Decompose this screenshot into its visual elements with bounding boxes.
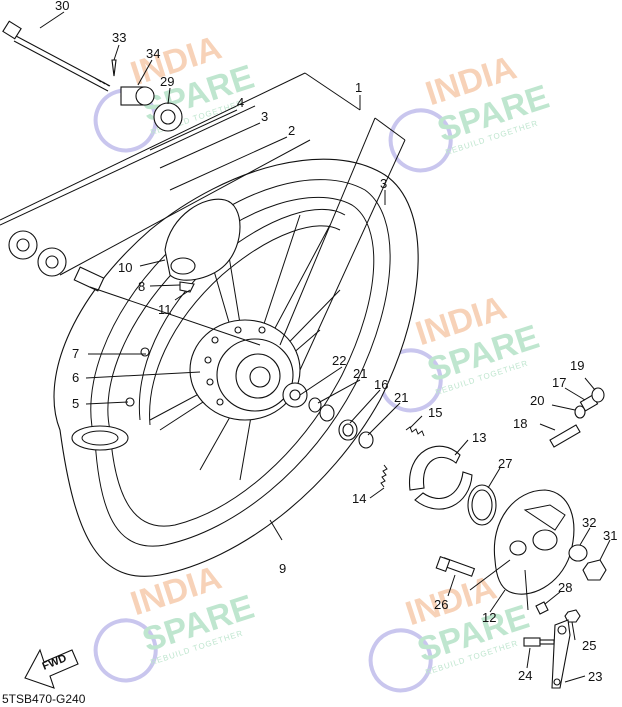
callout-21: 21: [353, 366, 367, 381]
speedometer-drive-part-10: [164, 198, 241, 281]
callout-22: 22: [332, 353, 346, 368]
cam-shaft-part-26: [435, 555, 476, 577]
seal-part-27: [467, 484, 497, 526]
callout-18: 18: [513, 416, 527, 431]
callout-28: 28: [558, 580, 572, 595]
indicator-plate-part-28: [535, 601, 549, 615]
callout-23: 23: [588, 669, 602, 684]
callout-25: 25: [582, 638, 596, 653]
callout-10: 10: [118, 260, 132, 275]
callout-3b: 3: [380, 176, 387, 191]
callout-20: 20: [530, 393, 544, 408]
callout-27: 27: [498, 456, 512, 471]
callout-31: 31: [603, 528, 617, 543]
callout-34: 34: [146, 46, 160, 61]
spring-part-15: [405, 426, 425, 437]
callout-17: 17: [552, 375, 566, 390]
cotter-pin-part-33: [111, 59, 117, 77]
washer-part-32: [568, 544, 588, 562]
callout-8: 8: [138, 279, 145, 294]
callout-29: 29: [160, 74, 174, 89]
explode-lines-left: [0, 72, 406, 371]
spacer-part-2: [73, 266, 105, 292]
callout-13: 13: [472, 430, 486, 445]
bearing-right-part-3: [37, 247, 67, 277]
bearing-left-part-4: [8, 230, 38, 260]
diagram-code: 5TSB470-G240: [2, 692, 86, 706]
callout-2: 2: [288, 123, 295, 138]
nut-part-25: [564, 609, 581, 623]
axle-part-30: [2, 20, 111, 92]
callout-7: 7: [72, 346, 79, 361]
nut-part-31: [582, 559, 607, 581]
callout-16: 16: [374, 377, 388, 392]
callout-11: 11: [158, 302, 172, 317]
brake-shoe-set-part-13: [409, 445, 473, 510]
clip-part-8: [179, 281, 195, 293]
oil-seal-part-29: [153, 102, 183, 132]
callout-30: 30: [55, 0, 69, 13]
washer-part-21b: [319, 404, 335, 422]
cam-lever-part-23: [551, 619, 571, 689]
callout-14: 14: [352, 491, 366, 506]
callout-19: 19: [570, 358, 584, 373]
watermark-logo-top-right: INDIA SPARE REBUILD TOGETHER: [388, 49, 554, 173]
forward-direction-arrow: FWD: [24, 648, 79, 689]
washer-part-21c: [358, 431, 374, 449]
spring-part-14: [380, 464, 388, 488]
oil-seal-part-19: [591, 387, 605, 403]
callout-15: 15: [428, 405, 442, 420]
callout-3: 3: [261, 109, 268, 124]
callout-5: 5: [72, 396, 79, 411]
callout-9: 9: [279, 561, 286, 576]
valve-part-7: [140, 347, 150, 357]
oil-seal-part-16: [338, 419, 358, 441]
collar-part-34: [120, 86, 155, 106]
callout-6: 6: [72, 370, 79, 385]
callout-24: 24: [518, 668, 532, 683]
wheel-hub: [189, 319, 301, 421]
callout-4: 4: [237, 95, 244, 110]
callout-32: 32: [582, 515, 596, 530]
bearing-part-22: [282, 382, 308, 408]
circlip-part-21: [308, 397, 322, 413]
callout-26: 26: [434, 597, 448, 612]
brake-panel-part-12: [493, 489, 575, 595]
speedometer-gear-part-18: [549, 424, 581, 448]
bolt-part-24: [523, 637, 555, 647]
callout-21b: 21: [394, 390, 408, 405]
callout-1: 1: [355, 80, 362, 95]
callout-12: 12: [482, 610, 496, 625]
washer-part-20: [574, 405, 586, 419]
callout-33: 33: [112, 30, 126, 45]
leader-lines: [39, 11, 611, 683]
